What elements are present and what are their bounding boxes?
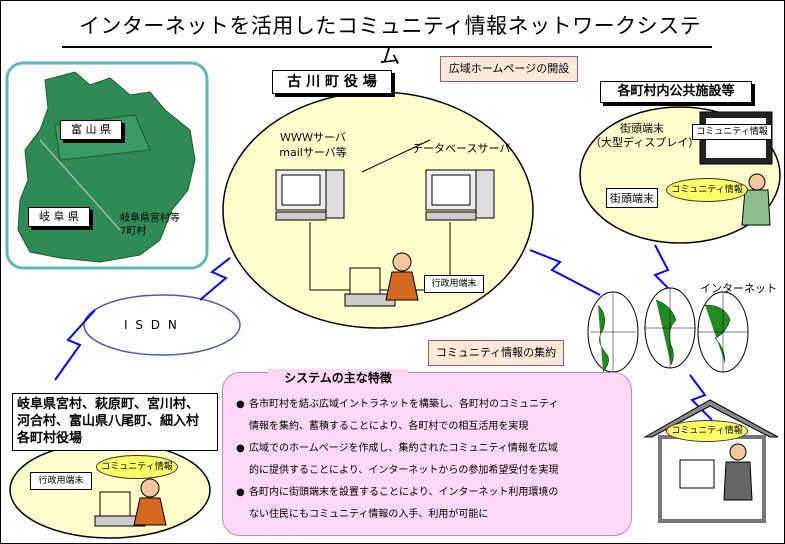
feature-1-line-2: 情報を集約、蓄積することにより、各町村での相互活用を実現 <box>249 421 529 432</box>
gifu-label: 岐 阜 県 <box>28 207 90 227</box>
www-server-line-2: mailサーバ等 <box>279 146 347 159</box>
large-terminal-label: 街頭端末 （大型ディスプレイ） <box>590 122 700 150</box>
isdn-ellipse <box>83 294 241 356</box>
link-hall-internet <box>529 249 601 296</box>
db-server-computer <box>425 169 495 221</box>
villages-admin-terminal-tag: 行政用端末 <box>30 472 92 490</box>
villages-line-3: 各町村役場 <box>17 431 83 446</box>
town-hall-label: 古 川 町 役 場 <box>272 70 392 94</box>
www-server-computer <box>275 169 345 221</box>
large-terminal-line-2: （大型ディスプレイ） <box>590 136 700 149</box>
map-note-line-1: 岐阜県宮村等 <box>120 213 180 224</box>
map-note-line-2: 7町村 <box>120 226 147 237</box>
feature-2-line-1: 広域でのホームページを作成し、集約されたコミュニティ情報を広域 <box>249 443 558 454</box>
villages-line-1: 岐阜県宮村、萩原町、宮川村、 <box>17 397 200 412</box>
facilities-label: 各町村内公共施設等 <box>600 81 752 103</box>
globe-center <box>644 287 696 369</box>
bullet-icon: ● <box>236 443 245 454</box>
feature-2-line-2: 的に提供することにより、インターネットからの参加希望受付を実現 <box>249 465 559 476</box>
villages-community-info-pill: コミュニティ情報 <box>96 455 178 479</box>
bullet-icon: ● <box>236 399 245 410</box>
collect-callout: コミュニティ情報の集約 <box>428 340 564 366</box>
globe-left <box>587 291 639 373</box>
feature-3-line-2: ない住民にもコミュニティ情報の入手、利用が可能に <box>249 509 489 520</box>
title-underline <box>62 46 712 48</box>
homepage-callout: 広域ホームページの開設 <box>440 56 578 82</box>
admin-worker-hall <box>344 252 419 307</box>
callout-pointer <box>361 139 431 173</box>
features-title: システムの主な特徴 <box>268 369 408 386</box>
home-user <box>679 443 753 501</box>
map-note: 岐阜県宮村等 7町村 <box>120 212 180 238</box>
page-title: インターネットを活用したコミュニティ情報ネットワークシステム <box>78 14 702 68</box>
map-pointer-line <box>39 139 121 231</box>
facilities-community-info-pill: コミュニティ情報 <box>666 178 748 202</box>
www-server-line-1: ＷＷＷサーバ <box>280 131 346 144</box>
www-server-label: ＷＷＷサーバ mailサーバ等 <box>268 130 358 160</box>
link-isdn-villages <box>54 309 96 381</box>
hall-admin-terminal-tag: 行政用端末 <box>424 275 484 293</box>
villages-label: 岐阜県宮村、萩原町、宮川村、 河合村、富山県八尾町、細入村 各町村役場 <box>12 393 218 451</box>
admin-worker-villages <box>94 478 167 527</box>
toyama-label: 富 山 県 <box>60 120 122 140</box>
feature-2: ● 広域でのホームページを作成し、集約されたコミュニティ情報を広域 的に提供するこ… <box>236 438 620 482</box>
facilities-display-info-tag: コミュニティ情報 <box>692 124 772 140</box>
villages-line-2: 河合村、富山県八尾町、細入村 <box>17 414 200 429</box>
street-terminal-user <box>741 173 771 226</box>
internet-label: インターネット <box>700 282 777 295</box>
db-server-label: データベースサーバ <box>412 142 511 155</box>
bullet-icon: ● <box>236 487 245 498</box>
feature-1: ● 各市町村を結ぶ広域イントラネットを構築し、各町村のコミュニティ 情報を集約、蓄… <box>236 394 620 438</box>
link-facilities-internet <box>653 244 681 301</box>
feature-3-line-1: 各町内に街頭端末を設置することにより、インターネット利用環境の <box>249 487 559 498</box>
large-terminal-line-1: 街頭端末 <box>620 122 664 135</box>
link-hall-isdn <box>199 257 231 301</box>
home-community-info-pill: コミュニティ情報 <box>666 420 748 442</box>
isdn-label: I S D N <box>124 318 179 332</box>
globe-right <box>697 291 749 373</box>
feature-1-line-1: 各市町村を結ぶ広域イントラネットを構築し、各町村のコミュニティ <box>249 399 559 410</box>
feature-3: ● 各町内に街頭端末を設置することにより、インターネット利用環境の ない住民にもコ… <box>236 482 620 526</box>
features-panel <box>222 372 632 536</box>
street-terminal-label: 街頭端末 <box>606 188 658 208</box>
